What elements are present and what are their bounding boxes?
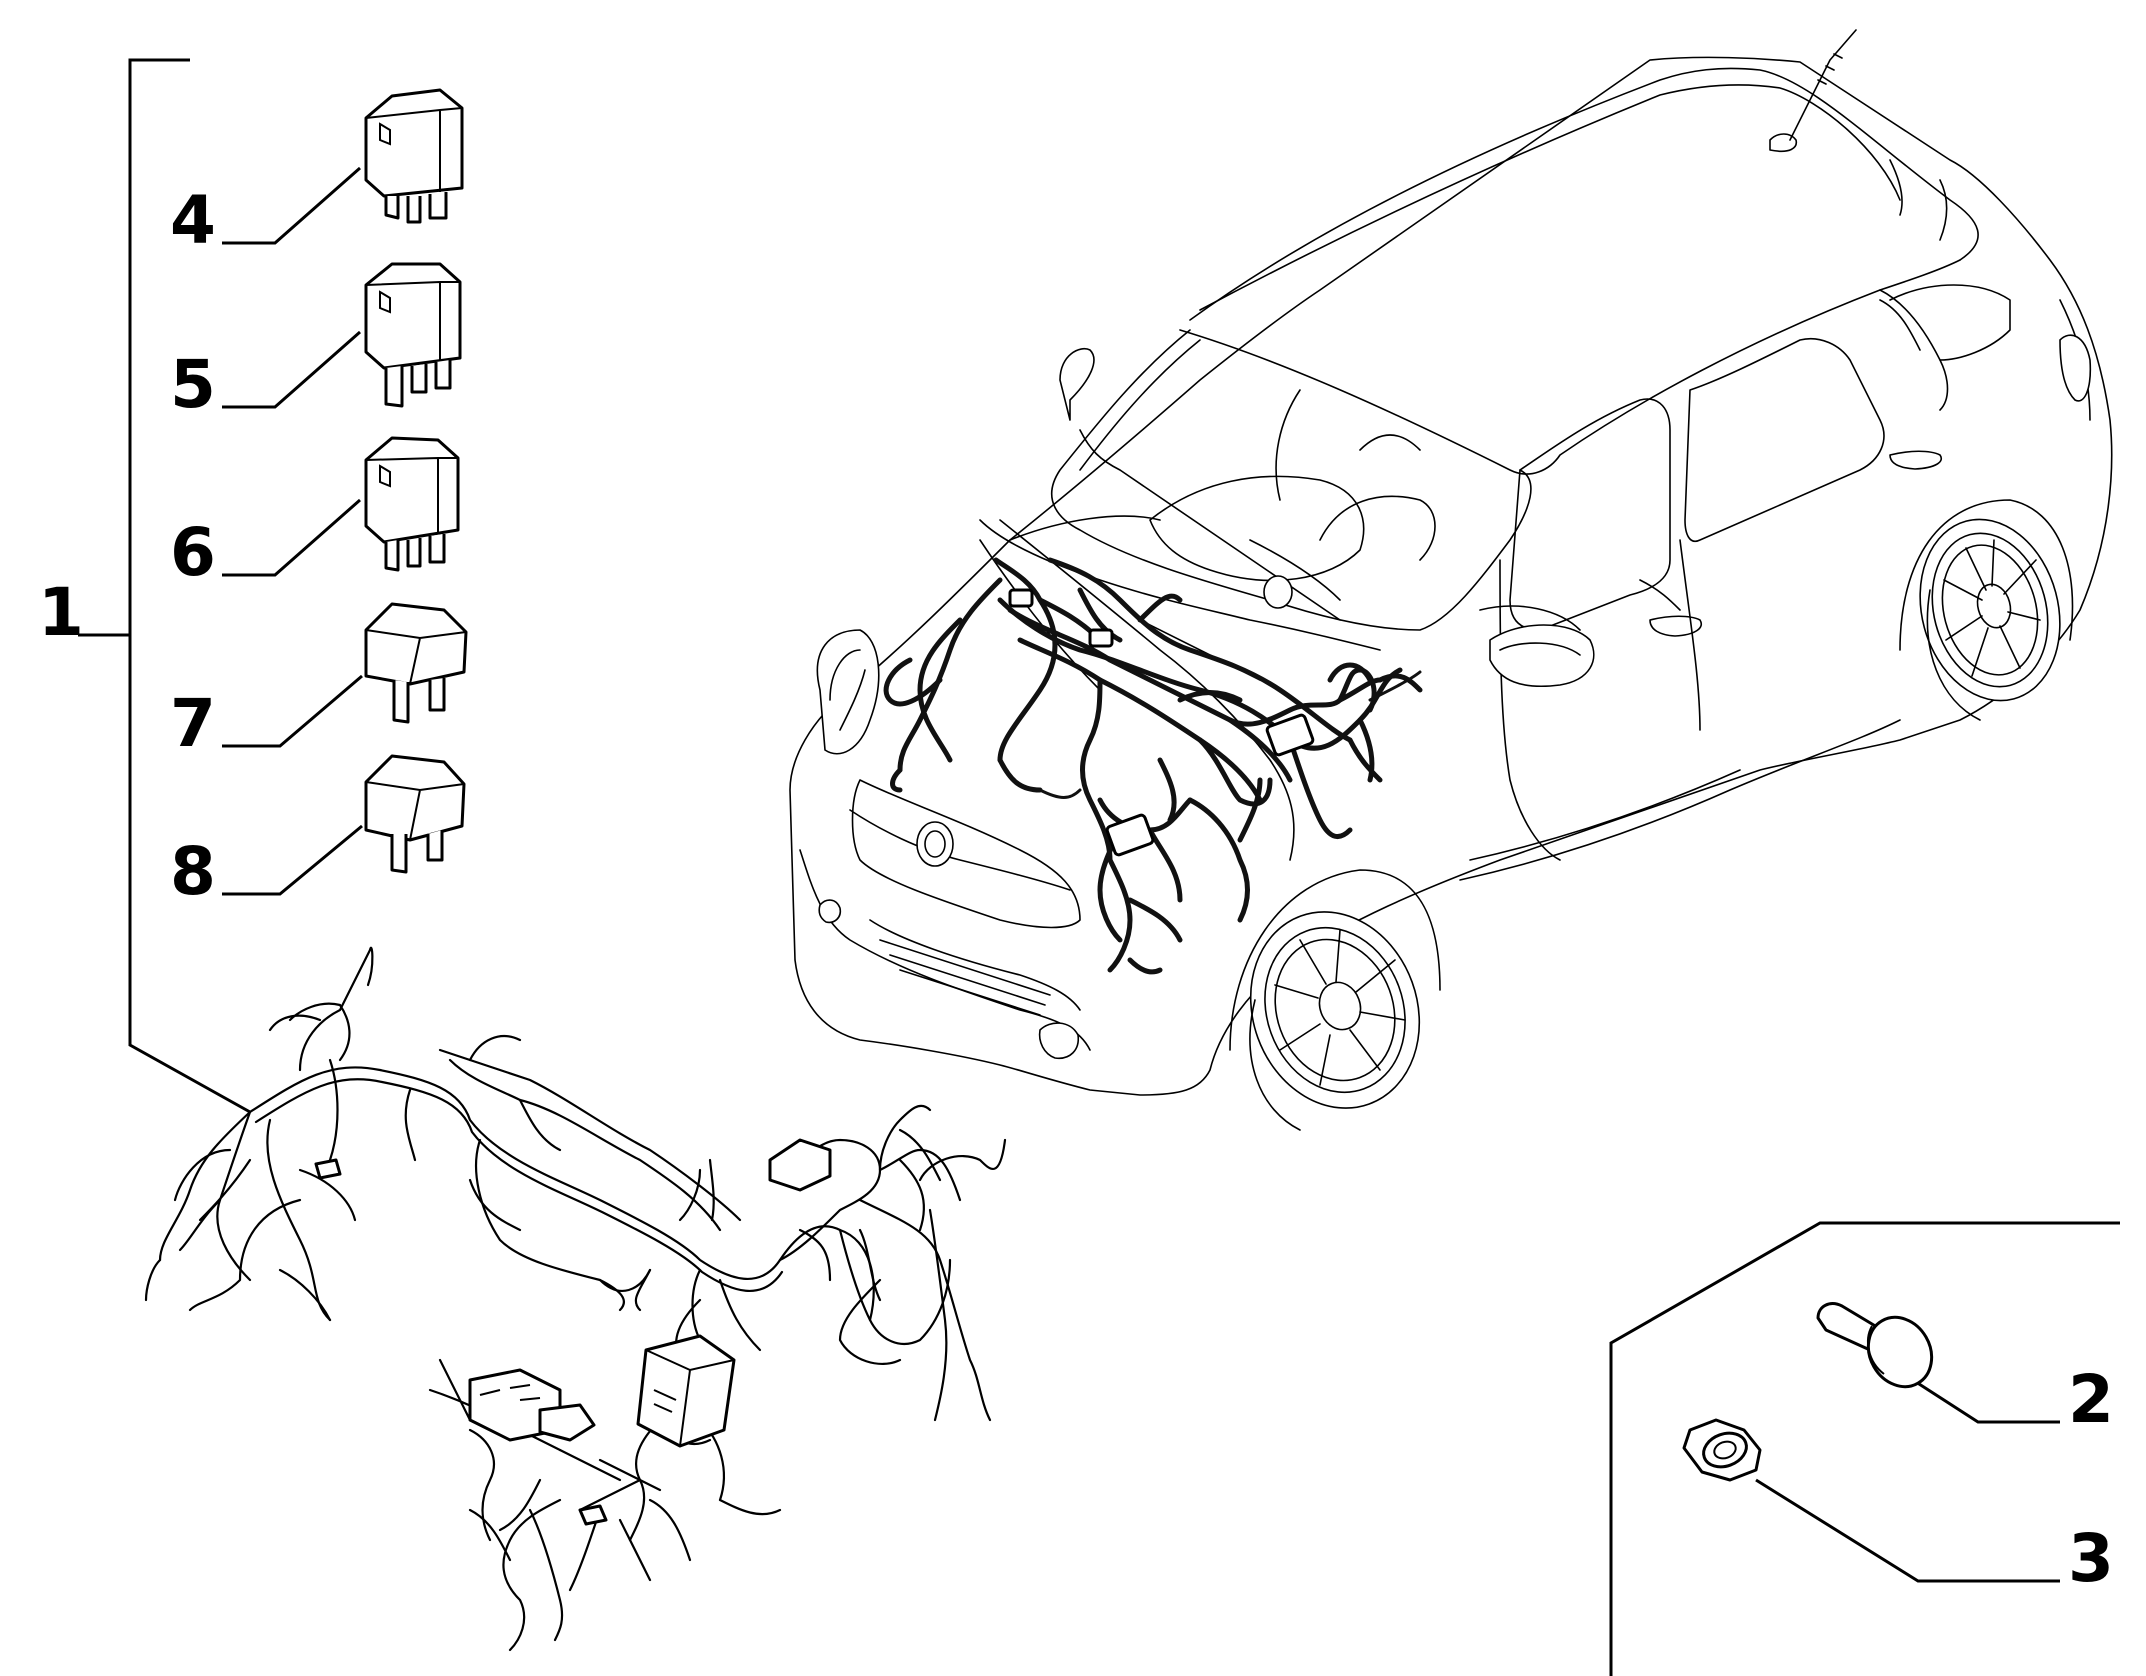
relay-4-icon	[222, 88, 464, 245]
engine-wiring-harness-icon	[883, 557, 1423, 975]
rear-wheel-icon	[1919, 518, 2061, 721]
relay-6-icon	[222, 436, 460, 577]
dashboard-wiring-harness-icon	[144, 946, 1007, 1652]
callout-7: 7	[170, 685, 216, 762]
group-1-bracket	[78, 58, 251, 1114]
callout-4: 4	[170, 182, 216, 259]
car-illustration	[789, 29, 2113, 1131]
relay-8-icon	[222, 754, 466, 896]
hardware-bracket	[1609, 1221, 2120, 1676]
callout-8: 8	[170, 833, 216, 910]
callout-5: 5	[170, 346, 216, 423]
callout-1: 1	[38, 574, 84, 651]
front-wheel-icon	[1249, 911, 1421, 1131]
callout-6: 6	[170, 514, 216, 591]
relay-7-icon	[222, 602, 468, 748]
relay-5-icon	[222, 262, 462, 409]
callout-3: 3	[2068, 1520, 2114, 1597]
nut-3-icon	[1682, 1418, 2060, 1583]
bolt-2-icon	[1816, 1302, 2060, 1424]
callout-2: 2	[2068, 1361, 2114, 1438]
